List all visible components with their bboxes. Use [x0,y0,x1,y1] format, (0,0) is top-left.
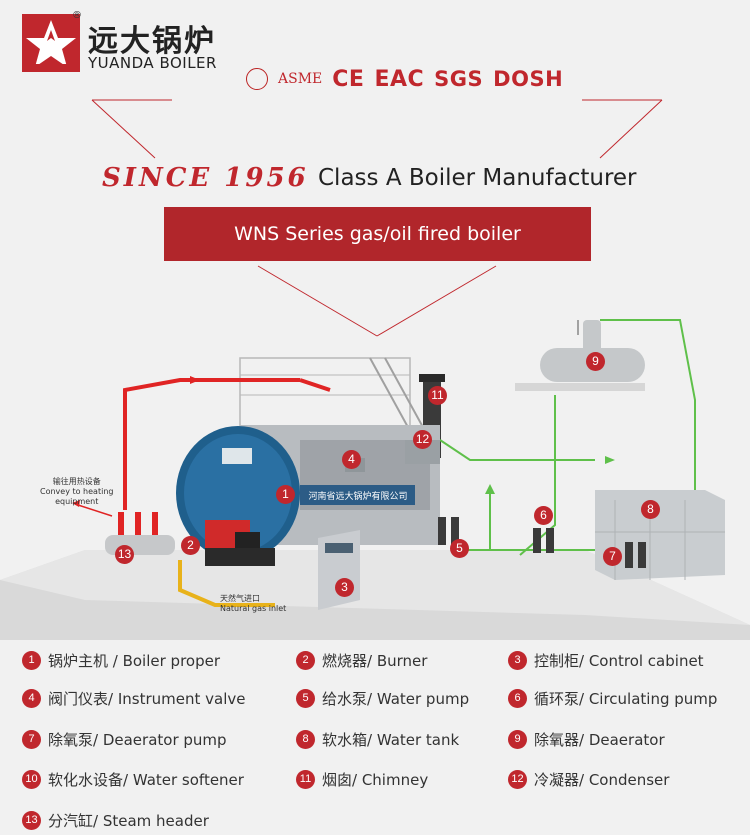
legend-item-8: 8 软水箱/ Water tank [296,729,459,750]
badge-8: 8 [641,500,660,519]
certification-row: ASME CE EAC SGS DOSH [246,64,563,94]
gas-pipe [178,560,275,607]
legend-num: 13 [22,811,41,830]
legend-num: 3 [508,651,527,670]
boiler-plate: 河南省远大锅炉有限公司 [308,490,407,502]
legend-label: 烟囱/ Chimney [322,771,429,789]
heating-label-cn: 输往用热设备 [52,477,101,486]
legend-num: 7 [22,730,41,749]
floor-top [0,550,750,625]
gas-label-en: Natural gas inlet [220,604,287,613]
gas-inlet-label: 天然气进口 Natural gas inlet [220,594,286,614]
legend-label: 软水箱/ Water tank [322,731,460,749]
frame-lines [91,99,663,337]
brand-name-en: YUANDA BOILER [88,54,217,72]
badge-1: 1 [276,485,295,504]
legend-num: 11 [296,770,315,789]
component-legend: 1 锅炉主机 / Boiler proper 2 燃烧器/ Burner 3 控… [0,640,750,835]
badge-5: 5 [450,539,469,558]
legend-item-9: 9 除氧器/ Deaerator [508,729,665,750]
legend-item-11: 11 烟囱/ Chimney [296,769,428,790]
legend-label: 锅炉主机 / Boiler proper [48,652,221,670]
legend-num: 8 [296,730,315,749]
circulating-pump [533,528,541,553]
brand-logo: ® 远大锅炉 YUANDA BOILER [22,10,232,72]
seal-icon [246,68,268,90]
legend-label: 除氧泵/ Deaerator pump [48,731,227,749]
cert-dosh: DOSH [493,67,564,91]
legend-label: 分汽缸/ Steam header [48,812,209,830]
legend-num: 10 [22,770,41,789]
legend-item-5: 5 给水泵/ Water pump [296,688,469,709]
boiler-system-diagram: 河南省远大锅炉有限公司 [0,319,750,640]
legend-label: 燃烧器/ Burner [322,652,428,670]
cert-sgs: SGS [434,67,484,91]
legend-item-4: 4 阀门仪表/ Instrument valve [22,688,245,709]
heating-label-en-1: Convey to heating [40,487,114,496]
control-cabinet [318,530,360,610]
legend-num: 12 [508,770,527,789]
cert-eac: EAC [374,66,425,92]
steam-pipe [123,378,300,510]
legend-label: 循环泵/ Circulating pump [534,690,718,708]
badge-6: 6 [534,506,553,525]
legend-num: 9 [508,730,527,749]
legend-item-1: 1 锅炉主机 / Boiler proper [22,650,220,671]
legend-num: 6 [508,689,527,708]
badge-12: 12 [413,430,432,449]
badge-4: 4 [342,450,361,469]
registered-mark: ® [72,10,82,21]
water-pipe-condenser [439,439,595,461]
gas-label-cn: 天然气进口 [220,594,260,603]
legend-label: 冷凝器/ Condenser [534,771,670,789]
legend-item-12: 12 冷凝器/ Condenser [508,769,669,790]
water-pump [438,517,446,545]
badge-11: 11 [428,386,447,405]
legend-item-7: 7 除氧泵/ Deaerator pump [22,729,227,750]
badge-2: 2 [181,536,200,555]
legend-label: 除氧器/ Deaerator [534,731,665,749]
legend-item-3: 3 控制柜/ Control cabinet [508,650,704,671]
badge-7: 7 [603,547,622,566]
deaerator-pump [625,542,633,568]
legend-num: 4 [22,689,41,708]
cert-asme: ASME [278,71,323,87]
badge-3: 3 [335,578,354,597]
legend-num: 2 [296,651,315,670]
legend-label: 阀门仪表/ Instrument valve [48,690,246,708]
product-title: WNS Series gas/oil fired boiler [234,223,521,245]
legend-item-2: 2 燃烧器/ Burner [296,650,427,671]
badge-13: 13 [115,545,134,564]
legend-num: 1 [22,651,41,670]
product-banner: WNS Series gas/oil fired boiler [164,207,591,261]
legend-label: 控制柜/ Control cabinet [534,652,704,670]
legend-item-6: 6 循环泵/ Circulating pump [508,688,717,709]
legend-num: 5 [296,689,315,708]
legend-item-10: 10 软化水设备/ Water softener [22,769,244,790]
manufacturer-tagline: Class A Boiler Manufacturer [318,165,637,191]
badge-9: 9 [586,352,605,371]
legend-label: 软化水设备/ Water softener [48,771,244,789]
since-title: SINCE 1956 [102,163,309,193]
heating-label: 输往用热设备 Convey to heating equipment [40,477,113,507]
water-pipe-deaerator [600,319,696,530]
cert-ce: CE [332,66,365,92]
star-logo-icon [22,14,80,72]
legend-label: 给水泵/ Water pump [322,690,470,708]
heating-label-en-2: equipment [55,497,99,506]
legend-item-13: 13 分汽缸/ Steam header [22,810,209,831]
brand-name-cn: 远大锅炉 [88,24,216,59]
